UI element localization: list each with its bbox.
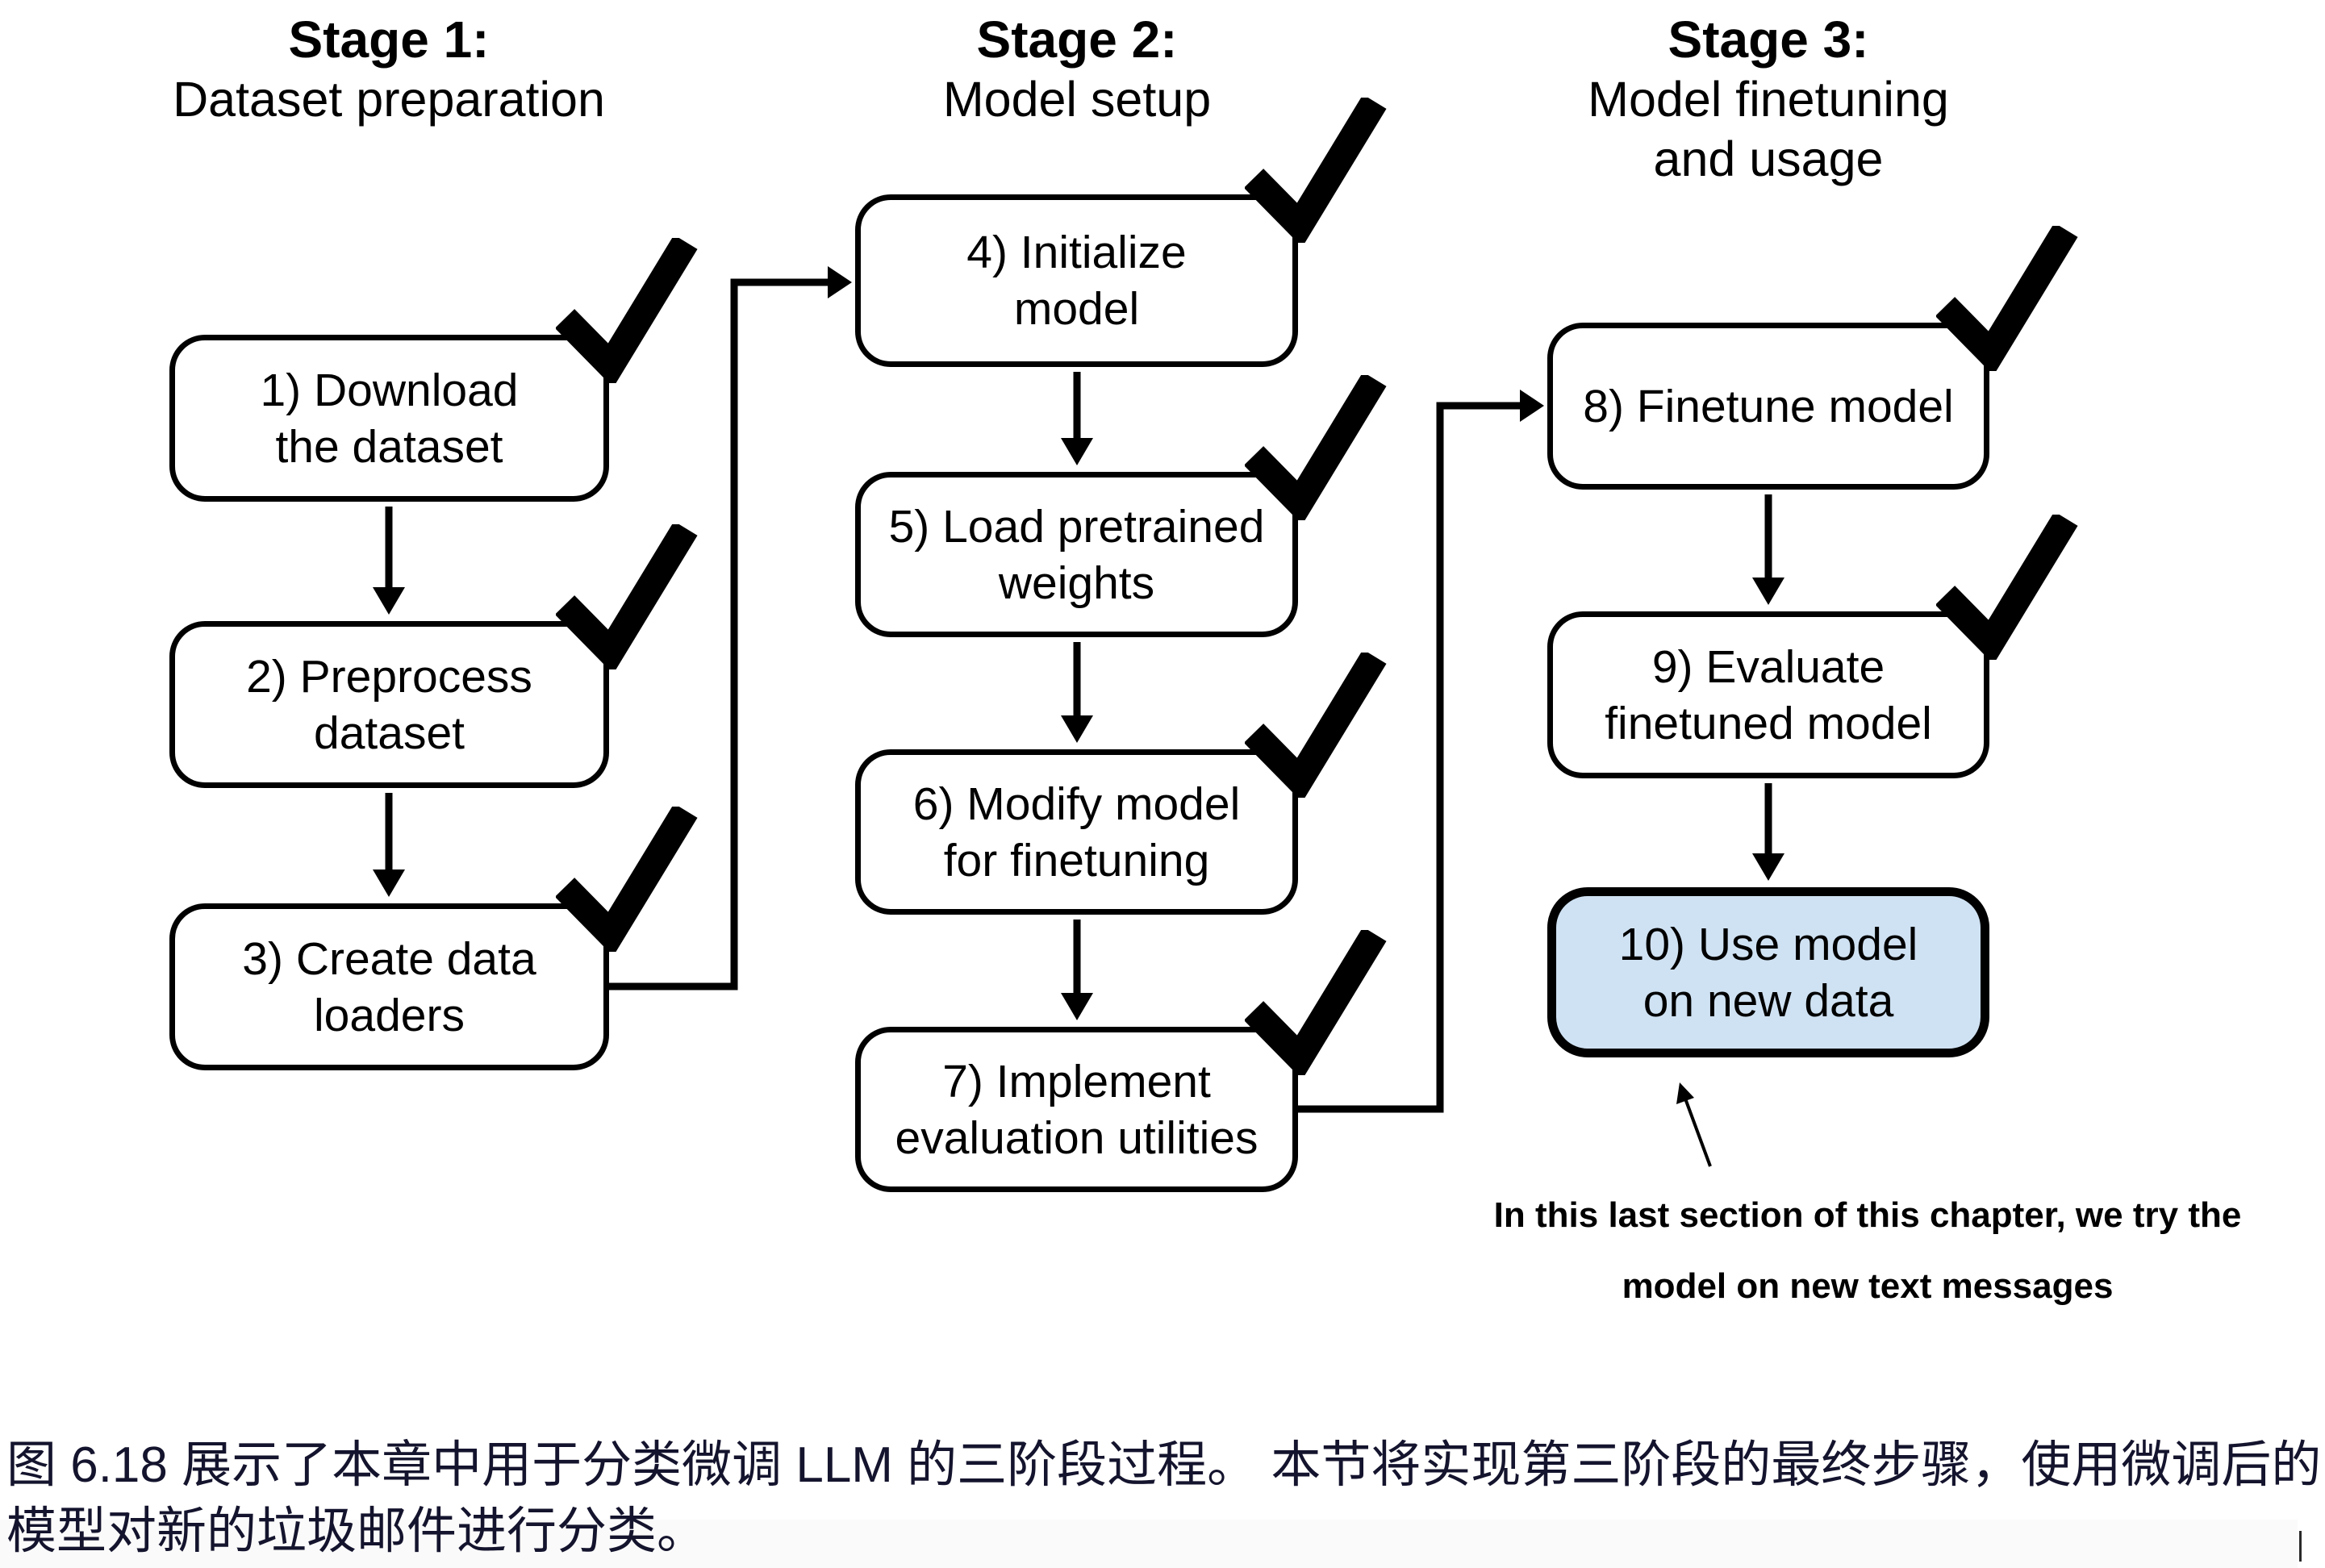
stage2-header: Stage 2: Model setup bbox=[943, 10, 1211, 129]
stage3-header: Stage 3: Model finetuning and usage bbox=[1588, 10, 1949, 189]
step9-label-line2: finetuned model bbox=[1605, 697, 1932, 749]
step8-label-line1: 8) Finetune model bbox=[1583, 380, 1954, 432]
step5-label-line1: 5) Load pretrained bbox=[888, 500, 1265, 553]
stage2-title: Stage 2: bbox=[976, 10, 1178, 69]
step2-label-line1: 2) Preprocess bbox=[246, 650, 532, 703]
step-box-5: 5) Load pretrained weights bbox=[855, 472, 1298, 637]
step4-label-line2: model bbox=[1013, 283, 1140, 335]
step-box-2: 2) Preprocess dataset bbox=[169, 621, 609, 788]
caption-line1: 图 6.18 展示了本章中用于分类微调 LLM 的三阶段过程。 本节将实现第三阶… bbox=[6, 1437, 2322, 1493]
arrow-down-icon bbox=[1061, 372, 1093, 465]
step-box-3: 3) Create data loaders bbox=[169, 903, 609, 1070]
step10-label-line1: 10) Use model bbox=[1618, 918, 1918, 970]
arrow-down-icon bbox=[1752, 783, 1784, 881]
step2-label-line2: dataset bbox=[314, 707, 465, 759]
stage1-subtitle: Dataset preparation bbox=[173, 72, 605, 127]
annotation-line1: In this last section of this chapter, we… bbox=[1493, 1195, 2242, 1235]
step10-label-line2: on new data bbox=[1643, 974, 1894, 1027]
connector-box7-to-box8 bbox=[1298, 390, 1544, 1113]
step4-label-line1: 4) Initialize bbox=[966, 227, 1187, 278]
step-box-10: 10) Use model on new data bbox=[1547, 887, 1989, 1057]
step6-label-line2: for finetuning bbox=[943, 834, 1210, 886]
step9-label-line1: 9) Evaluate bbox=[1651, 640, 1885, 693]
annotation-line2: model on new text messages bbox=[1622, 1266, 2114, 1306]
arrow-down-icon bbox=[373, 793, 405, 897]
stage3-subtitle: Model finetuning bbox=[1588, 72, 1949, 127]
stage1-header: Stage 1: Dataset preparation bbox=[173, 10, 605, 129]
stage1-title: Stage 1: bbox=[288, 10, 490, 69]
stage3-title: Stage 3: bbox=[1668, 10, 1869, 69]
step3-label-line1: 3) Create data bbox=[242, 932, 536, 985]
arrow-down-icon bbox=[1061, 642, 1093, 743]
step-box-8: 8) Finetune model bbox=[1547, 323, 1989, 490]
arrow-down-icon bbox=[1061, 920, 1093, 1020]
figure-caption: 图 6.18 展示了本章中用于分类微调 LLM 的三阶段过程。 本节将实现第三阶… bbox=[6, 1432, 2321, 1565]
stage3-subtitle2: and usage bbox=[1653, 131, 1884, 186]
bottom-strip bbox=[0, 1520, 2298, 1568]
text-cursor bbox=[2299, 1531, 2302, 1562]
step-box-9: 9) Evaluate finetuned model bbox=[1547, 611, 1989, 778]
arrow-down-icon bbox=[1752, 494, 1784, 605]
step-box-6: 6) Modify model for finetuning bbox=[855, 749, 1298, 915]
arrow-down-icon bbox=[373, 507, 405, 615]
step3-label-line2: loaders bbox=[314, 989, 465, 1041]
step1-label-line1: 1) Download bbox=[260, 364, 519, 416]
step-box-1: 1) Download the dataset bbox=[169, 335, 609, 502]
step6-label-line1: 6) Modify model bbox=[912, 778, 1241, 830]
step-box-4: 4) Initialize model bbox=[855, 194, 1298, 367]
step5-label-line2: weights bbox=[998, 557, 1155, 609]
connector-box3-to-box4 bbox=[609, 266, 852, 990]
stage2-subtitle: Model setup bbox=[942, 72, 1212, 127]
step-box-7: 7) Implement evaluation utilities bbox=[855, 1027, 1298, 1192]
caption-line2: 模型对新的垃圾邮件进行分类。 bbox=[6, 1503, 708, 1559]
step1-label-line2: the dataset bbox=[275, 420, 503, 473]
annotation-arrow-icon bbox=[1676, 1082, 1712, 1167]
step7-label-line1: 7) Implement bbox=[942, 1055, 1211, 1107]
step7-label-line2: evaluation utilities bbox=[895, 1111, 1259, 1164]
